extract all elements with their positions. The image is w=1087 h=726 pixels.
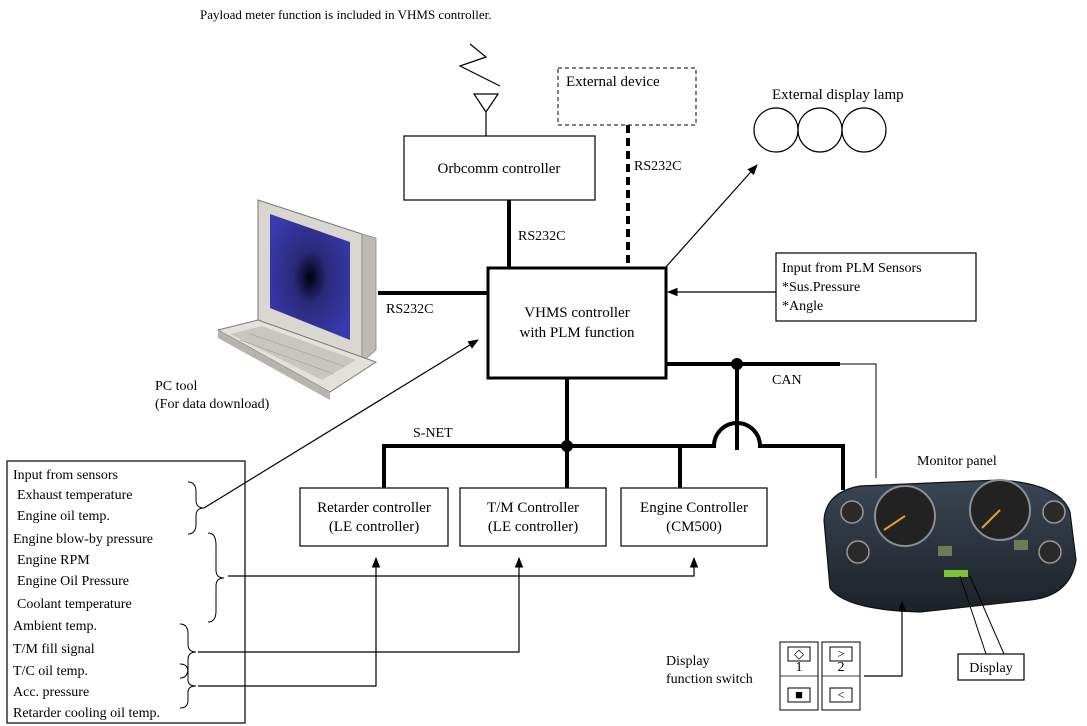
sensor-item: Retarder cooling oil temp. — [13, 706, 160, 721]
external-display-lamp-label: External display lamp — [772, 87, 904, 103]
engine-controller-box: Engine Controller (CM500) — [620, 487, 768, 547]
vhms-controller-box: VHMS controller with PLM function — [486, 266, 668, 380]
laptop-icon — [216, 199, 378, 400]
sensor-arrow-engine — [228, 556, 699, 577]
controller-line2: (LE controller) — [488, 519, 578, 535]
sensor-item: Coolant temperature — [17, 597, 132, 612]
switch-label-line1: Display — [666, 654, 710, 669]
lamp-arrow — [664, 164, 758, 269]
can-to-monitor — [740, 363, 877, 478]
plm-input-item: *Angle — [782, 299, 823, 314]
sensor-arrow-retarder — [198, 556, 381, 687]
pc-tool-line2: (For data download) — [155, 397, 270, 412]
switch-key-next-glyph: > — [837, 646, 844, 661]
display-function-switch: ◇ > 1 2 ■ < — [779, 641, 861, 711]
tm-controller-box: T/M Controller (LE controller) — [459, 487, 607, 547]
can-label: CAN — [772, 373, 802, 388]
rs232c-label-pc: RS232C — [386, 302, 433, 317]
switch-to-monitor-arrow — [864, 600, 907, 677]
retarder-controller-box: Retarder controller (LE controller) — [299, 487, 449, 547]
plm-input-item: *Sus.Pressure — [782, 280, 860, 295]
controller-line2: (LE controller) — [329, 519, 419, 535]
rs232c-label-external: RS232C — [634, 159, 681, 174]
switch-key-stop-glyph: ■ — [795, 687, 803, 702]
external-device-label: External device — [566, 74, 660, 90]
switch-key-diamond-glyph: ◇ — [794, 646, 804, 661]
rs232c-label-orbcomm: RS232C — [518, 229, 565, 244]
sensor-item: Engine RPM — [17, 553, 90, 568]
sensor-item: Ambient temp. — [13, 619, 97, 634]
snet-label: S-NET — [413, 426, 453, 441]
controller-line1: Retarder controller — [317, 500, 431, 516]
controller-line2: (CM500) — [666, 519, 722, 535]
monitor-panel-image — [823, 479, 1077, 613]
external-display-lamps — [753, 107, 887, 153]
sensor-arrow-vhms — [203, 339, 479, 509]
sensors-box: Input from sensors Exhaust temperature E… — [6, 460, 246, 724]
sensor-item: T/M fill signal — [13, 642, 95, 657]
sensor-item: Engine blow-by pressure — [13, 532, 153, 547]
sensor-item: Engine Oil Pressure — [17, 574, 129, 589]
plm-sensors-box: Input from PLM Sensors *Sus.Pressure *An… — [775, 252, 977, 322]
display-label: Display — [969, 661, 1013, 676]
display-callout-line1 — [959, 575, 987, 655]
sensor-item: Engine oil temp. — [17, 509, 110, 524]
switch-key-prev-glyph: < — [837, 687, 844, 702]
vhms-controller-line1: VHMS controller — [524, 305, 629, 321]
sensors-title: Input from sensors — [13, 468, 118, 483]
sensor-arrow-tm — [198, 556, 524, 653]
antenna-icon — [458, 43, 501, 136]
controller-line1: Engine Controller — [640, 500, 748, 516]
vhms-controller-line2: with PLM function — [520, 325, 635, 341]
switch-key-stop[interactable] — [787, 687, 811, 703]
caption: Payload meter function is included in VH… — [200, 7, 492, 22]
plm-input-title: Input from PLM Sensors — [782, 261, 922, 276]
sensor-item: Exhaust temperature — [17, 488, 132, 503]
snet-bus — [382, 421, 845, 490]
orbcomm-controller-label: Orbcomm controller — [438, 161, 561, 177]
switch-key-1[interactable]: 1 — [796, 660, 803, 675]
monitor-panel-label: Monitor panel — [917, 454, 997, 469]
switch-key-prev[interactable] — [829, 687, 853, 703]
pc-tool-line1: PC tool — [155, 379, 198, 394]
switch-label-line2: function switch — [666, 672, 753, 687]
controller-line1: T/M Controller — [487, 500, 579, 516]
switch-key-next[interactable] — [829, 646, 853, 662]
switch-key-2[interactable]: 2 — [838, 660, 845, 675]
external-device-box: External device — [557, 67, 697, 126]
orbcomm-controller-box: Orbcomm controller — [403, 135, 596, 201]
switch-key-diamond[interactable] — [787, 646, 811, 662]
display-callout-line2 — [969, 575, 1005, 655]
display-screen — [944, 570, 968, 577]
sensor-item: Acc. pressure — [13, 685, 89, 700]
sensor-item: T/C oil temp. — [13, 664, 88, 679]
display-label-box — [957, 653, 1025, 681]
